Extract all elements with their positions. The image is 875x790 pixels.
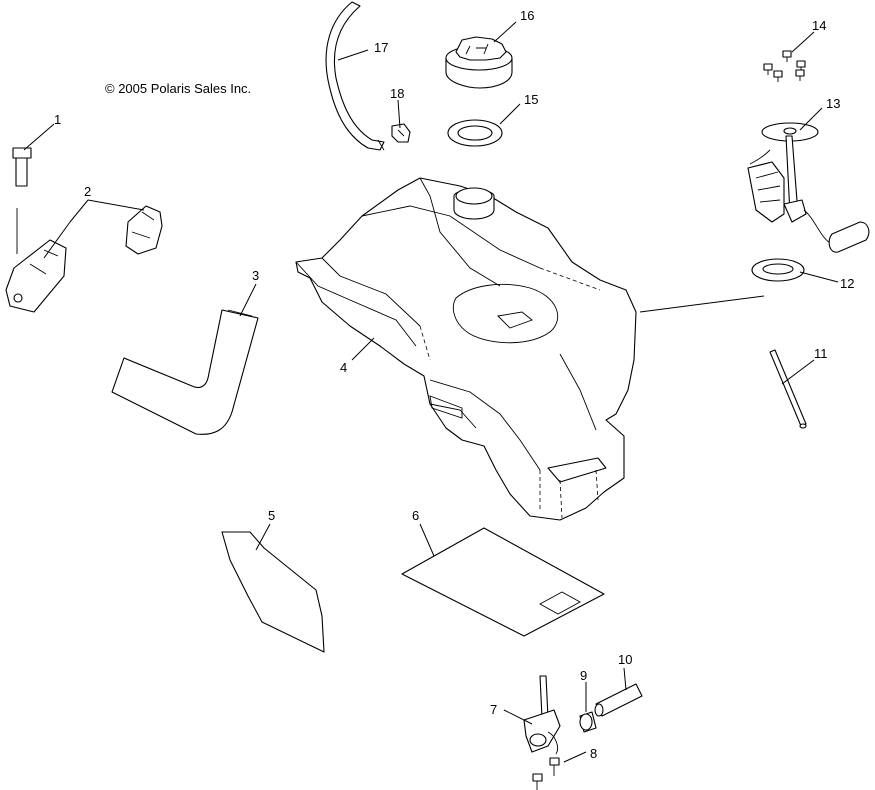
part-7-fuel-valve (523, 675, 561, 755)
part-11-rod (769, 349, 807, 429)
callout-13: 13 (826, 96, 840, 111)
callout-4: 4 (340, 360, 347, 375)
part-3-foam-strip (111, 309, 259, 435)
copyright-text: © 2005 Polaris Sales Inc. (105, 81, 251, 96)
part-9-cap (579, 711, 597, 733)
callout-2: 2 (84, 184, 91, 199)
part-6-mat (401, 527, 605, 637)
part-10-fuel-hose (594, 683, 643, 717)
part-13-fuel-pump (747, 122, 870, 253)
callout-9: 9 (580, 668, 587, 683)
part-8-screws (532, 757, 560, 790)
callout-12: 12 (840, 276, 854, 291)
part-14-screws (763, 50, 806, 82)
callout-7: 7 (490, 702, 497, 717)
callout-1: 1 (54, 112, 61, 127)
part-4-fuel-tank (295, 177, 637, 521)
part-1-bolt (12, 147, 32, 254)
part-2-mounting-brackets (5, 205, 163, 313)
callout-14: 14 (812, 18, 826, 33)
callout-17: 17 (374, 40, 388, 55)
callout-8: 8 (590, 746, 597, 761)
part-18-hose-clamp (391, 123, 411, 143)
callout-11: 11 (814, 346, 828, 361)
callout-labels: 1 2 3 4 5 6 7 8 9 10 11 12 13 14 15 16 1… (54, 8, 854, 761)
callout-5: 5 (268, 508, 275, 523)
callout-15: 15 (524, 92, 538, 107)
callout-3: 3 (252, 268, 259, 283)
callout-16: 16 (520, 8, 534, 23)
callout-6: 6 (412, 508, 419, 523)
callout-10: 10 (618, 652, 632, 667)
part-17-vent-hose (325, 1, 385, 151)
leader-lines (23, 21, 839, 763)
part-12-pump-gasket (751, 258, 805, 282)
part-15-cap-gasket (447, 119, 503, 147)
part-5-foam-pad (221, 531, 325, 653)
part-16-fuel-cap (445, 36, 513, 89)
callout-18: 18 (390, 86, 404, 101)
